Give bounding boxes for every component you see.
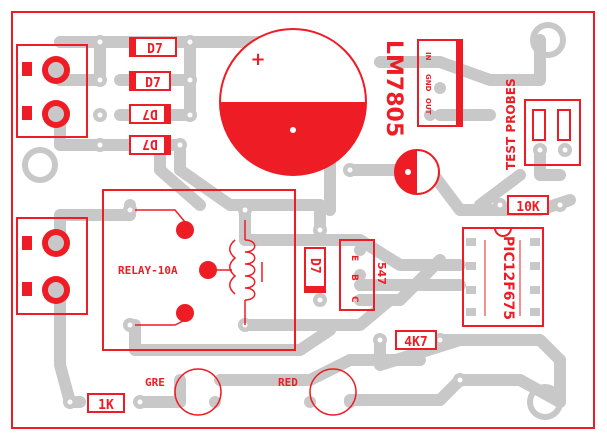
regulator-in-label: IN <box>424 52 432 61</box>
regulator-label: LM7805 <box>381 40 406 137</box>
mounting-holes <box>22 22 566 420</box>
resistor-1k-label: 1K <box>98 398 114 413</box>
diode-3-label: D7 <box>142 106 158 121</box>
diode-4: D7 <box>129 135 171 155</box>
mcu-label: PIC12F675 <box>500 236 516 320</box>
diode-2-label: D7 <box>145 76 161 91</box>
diode-5: D7 <box>304 247 326 293</box>
led-green-label: GRE <box>145 376 165 389</box>
terminal-block-top <box>16 44 88 138</box>
diode-1-label: D7 <box>147 42 163 57</box>
electrolytic-capacitor: + <box>219 28 367 176</box>
led-green: GRE <box>145 368 222 416</box>
diode-3: D7 <box>129 104 171 124</box>
transistor-e-label: E <box>349 255 359 261</box>
resistor-4k7-label: 4K7 <box>404 335 427 350</box>
transistor-c-label: C <box>349 296 359 303</box>
resistor-10k-label: 10K <box>516 200 540 215</box>
terminal-block-bottom <box>16 217 88 315</box>
regulator-out-label: OUT <box>424 98 432 115</box>
transistor-label: 547 <box>375 262 388 285</box>
transistor-b-label: B <box>349 274 359 281</box>
diode-1: D7 <box>129 37 177 57</box>
capacitor-plus-sign: + <box>250 49 265 70</box>
relay: RELAY-10A <box>102 189 296 351</box>
relay-label: RELAY-10A <box>118 264 178 277</box>
test-probes-label: TEST PROBES <box>504 78 518 170</box>
board-outline <box>11 11 595 429</box>
diode-5-label: D7 <box>307 258 322 274</box>
test-probes-connector: TEST PROBES <box>504 78 581 170</box>
led-red: RED <box>278 368 357 416</box>
pads <box>63 35 572 409</box>
resistor-10k: 10K <box>507 195 549 215</box>
led-red-label: RED <box>278 376 298 389</box>
diode-2: D7 <box>129 71 171 91</box>
small-capacitor <box>394 149 440 195</box>
transistor: 547 E B C <box>339 239 388 311</box>
diode-4-label: D7 <box>142 136 158 151</box>
microcontroller: PIC12F675 <box>462 227 544 327</box>
resistor-1k: 1K <box>87 393 125 413</box>
regulator-gnd-label: GND <box>424 74 432 92</box>
voltage-regulator: LM7805 IN GND OUT <box>381 39 463 137</box>
resistor-4k7: 4K7 <box>395 330 437 350</box>
